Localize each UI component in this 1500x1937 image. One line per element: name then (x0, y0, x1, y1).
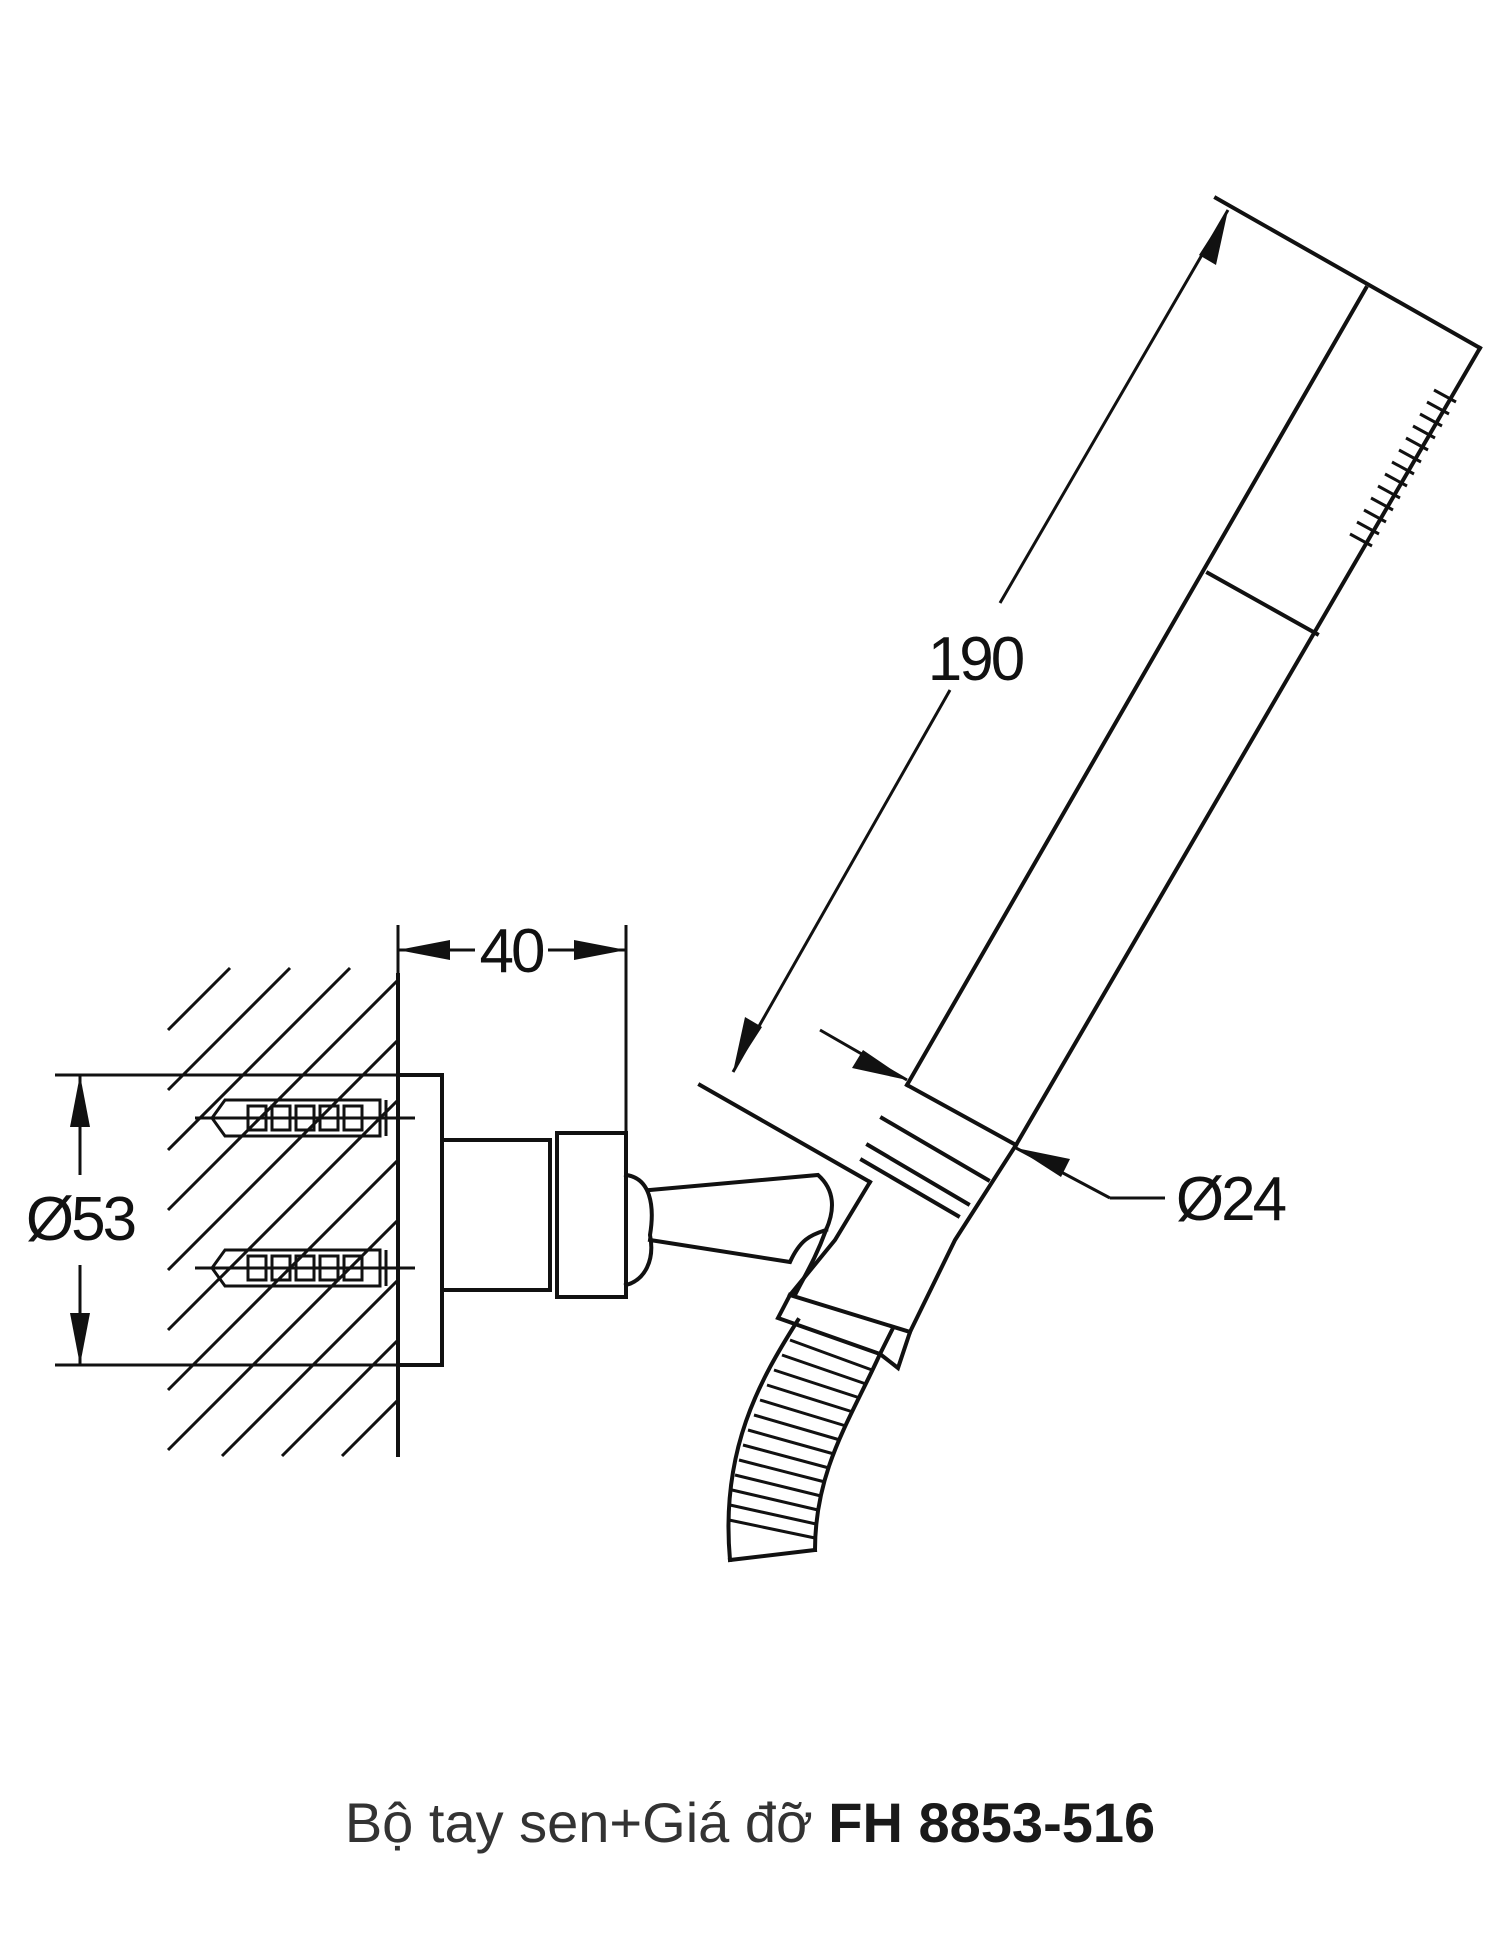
product-name: Bộ tay sen+Giá đỡ (344, 1791, 813, 1854)
dimension-depth: 40 (396, 917, 628, 1140)
dimension-length-label: 190 (928, 625, 1024, 694)
dimension-plate-diameter-label: Ø53 (26, 1185, 135, 1254)
wall-anchor-top (195, 1098, 415, 1138)
dimension-depth-label: 40 (480, 917, 544, 986)
hand-shower (697, 195, 1483, 1372)
product-model: FH 8853-516 (828, 1791, 1156, 1854)
spray-nozzles (1349, 388, 1457, 548)
product-caption: Bộ tay sen+Giá đỡ FH 8853-516 (0, 1790, 1500, 1855)
wall-anchor-bottom (195, 1248, 415, 1288)
holder-body (440, 1131, 834, 1299)
dimension-handle-diameter: Ø24 (819, 1028, 1289, 1234)
dimension-handle-diameter-label: Ø24 (1176, 1165, 1286, 1234)
shower-hose (726, 1317, 883, 1563)
dimension-plate-diameter: Ø53 (26, 1075, 138, 1365)
wall-hatching (166, 966, 400, 1458)
dimension-length: 190 (731, 209, 1230, 1073)
